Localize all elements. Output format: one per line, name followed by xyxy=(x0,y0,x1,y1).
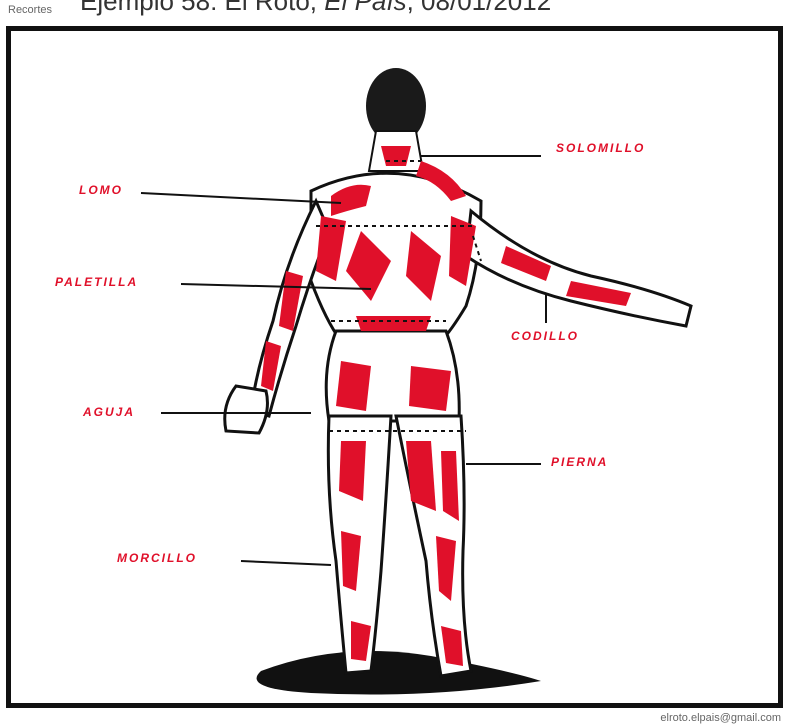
label-codillo: CODILLO xyxy=(511,329,579,343)
page-caption: Ejemplo 58: El Roto, El País, 08/01/2012 xyxy=(80,0,551,17)
label-aguja: AGUJA xyxy=(83,405,135,419)
ground-shadow xyxy=(257,651,541,695)
cartoon-frame: SOLOMILLO LOMO PALETILLA CODILLO AGUJA P… xyxy=(6,26,783,708)
label-paletilla: PALETILLA xyxy=(55,275,138,289)
caption-date: , 08/01/2012 xyxy=(407,0,552,16)
label-morcillo: MORCILLO xyxy=(117,551,197,565)
hand-left xyxy=(225,386,268,433)
label-pierna: PIERNA xyxy=(551,455,608,469)
label-solomillo: SOLOMILLO xyxy=(556,141,645,155)
cartoon-illustration xyxy=(11,31,778,703)
caption-prefix: Ejemplo 58: El Roto, xyxy=(80,0,324,16)
signature-email: elroto.elpais@gmail.com xyxy=(660,712,781,724)
label-lomo: LOMO xyxy=(79,183,123,197)
arm-right xyxy=(466,211,691,326)
source-label: Recortes xyxy=(8,4,52,16)
caption-publication: El País xyxy=(324,0,406,16)
